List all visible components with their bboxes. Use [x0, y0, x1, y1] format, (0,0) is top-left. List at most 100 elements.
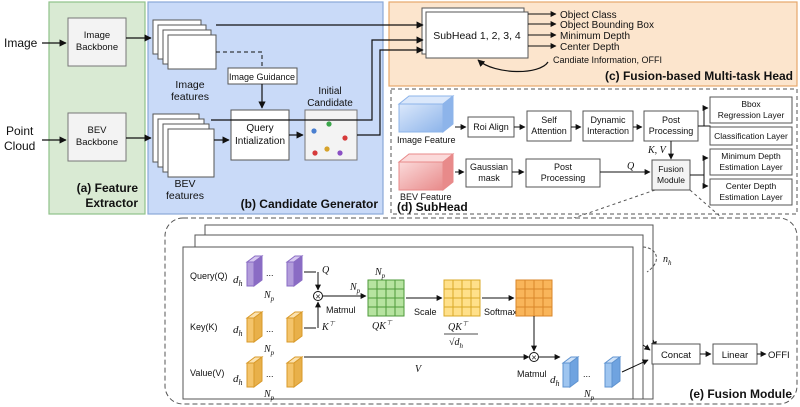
- query-token-bars: [245, 255, 304, 287]
- post-processing-b-label-1: Post: [554, 162, 573, 172]
- matmul-operator-2: [529, 352, 539, 362]
- np-label: Np: [263, 389, 275, 402]
- output-token-bars: [561, 356, 622, 388]
- v-label: V: [415, 364, 423, 375]
- subhead-box-label: SubHead 1, 2, 3, 4: [433, 30, 521, 42]
- scale-label: Scale: [414, 307, 437, 317]
- dynamic-interaction-box: [582, 110, 634, 142]
- self-attention-box: [526, 110, 572, 142]
- output-label-center-depth: Center Depth: [560, 42, 619, 53]
- zoom-connector: [573, 189, 656, 219]
- post-processing-a-label-2: Processing: [649, 126, 694, 136]
- bev-backbone-box: [67, 112, 127, 162]
- gaussian-mask-label-1: Gaussian: [470, 162, 508, 172]
- query-init-label-1: Query: [246, 123, 273, 134]
- fusion-module-title: (e) Fusion Module: [689, 387, 792, 401]
- zoom-connector: [689, 189, 723, 219]
- image-guidance-label: Image Guidance: [229, 72, 295, 82]
- center-depth-label-2: Estimation Layer: [719, 192, 782, 202]
- np-label: Np: [263, 290, 275, 303]
- bbox-regression-label-2: Regression Layer: [718, 110, 785, 120]
- query-init-label-2: Intialization: [235, 136, 285, 147]
- dh-label: dh: [550, 374, 560, 388]
- minimum-depth-layer-box: [709, 148, 793, 176]
- post-processing-b-label-2: Processing: [541, 173, 586, 183]
- candidate-dot: [311, 128, 317, 134]
- candidate-to-head-arrow: [357, 46, 424, 136]
- point-cloud-label-1: Point: [6, 124, 34, 138]
- minimum-depth-label-1: Minimum Depth: [721, 151, 781, 161]
- key-label: Key(K): [190, 322, 218, 332]
- nh-brace: [642, 246, 657, 273]
- matmul-label: Matmul: [326, 305, 356, 315]
- feature-extractor-title-2: Extractor: [85, 196, 138, 210]
- fusion-module-label-1: Fusion: [658, 164, 684, 174]
- head-output-arrow: [621, 359, 649, 373]
- dh-label: dh: [233, 274, 243, 288]
- feature-extractor-panel: Image Backbone BEV Backbone (a) Feature …: [48, 1, 146, 215]
- bev-feature-stack: [152, 113, 215, 178]
- post-processing-box-b: [525, 158, 601, 188]
- ellipsis: ...: [266, 369, 274, 379]
- gaussian-mask-label-2: mask: [478, 173, 500, 183]
- matmul-operator-glyph: ×: [315, 292, 320, 302]
- multi-task-head-panel: SubHead 1, 2, 3, 4 Object Class Object B…: [388, 1, 798, 87]
- candidate-dot: [337, 150, 343, 156]
- output-label-bounding-box: Object Bounding Box: [560, 20, 654, 31]
- point-cloud-label-2: Cloud: [4, 139, 35, 153]
- image-backbone-label-1: Image: [84, 30, 110, 41]
- query-label: Query(Q): [190, 271, 228, 281]
- image-feature-label: Image Feature: [397, 135, 456, 145]
- minimum-depth-label-2: Estimation Layer: [719, 162, 782, 172]
- bev-feature-cube: [397, 152, 455, 192]
- matmul-operator: [313, 291, 323, 301]
- feedback-loop-arrow: [477, 59, 549, 73]
- output-label-minimum-depth: Minimum Depth: [560, 31, 630, 42]
- center-depth-label-1: Center Depth: [726, 181, 777, 191]
- qkt-label: QK⊤: [372, 319, 393, 332]
- fraction-denominator: √dh: [449, 337, 464, 350]
- value-label: Value(V): [190, 368, 224, 378]
- self-attention-label-2: Attention: [531, 126, 567, 136]
- candidate-info-label: Candiate Information, OFFI: [553, 55, 662, 65]
- fraction-numerator: QK⊤: [448, 320, 469, 333]
- initial-candidate-label-2: Candidate: [307, 98, 353, 109]
- subhead-panel: Image Feature BEV Feature Roi Align Self…: [390, 88, 798, 215]
- bev-backbone-label-2: Backbone: [76, 137, 118, 148]
- query-init-box: [230, 109, 290, 161]
- concat-label: Concat: [661, 350, 691, 361]
- dh-label: dh: [233, 373, 243, 387]
- layer-arrow: [690, 174, 709, 189]
- bev-features-to-head-arrow: [211, 36, 424, 121]
- self-attention-label-1: Self: [541, 115, 557, 125]
- subhead-title: (d) SubHead: [397, 200, 468, 214]
- bbox-regression-label-1: Bbox: [741, 99, 761, 109]
- center-depth-layer-box: [709, 178, 793, 206]
- np-label: Np: [583, 389, 595, 402]
- subhead-stack-box: [425, 11, 529, 59]
- image-backbone-box: [67, 17, 127, 67]
- dh-label: dh: [233, 324, 243, 338]
- scaled-matrix: [443, 279, 481, 317]
- image-backbone-label-2: Backbone: [76, 42, 118, 53]
- post-processing-box-a: [643, 110, 699, 142]
- classification-layer-label: Classification Layer: [714, 131, 788, 141]
- ellipsis: ...: [266, 324, 274, 334]
- fusion-module-label-2: Module: [657, 175, 685, 185]
- subhead-kv-label: K, V: [647, 145, 668, 156]
- candidate-dot: [342, 135, 348, 141]
- ellipsis: ...: [583, 369, 591, 379]
- image-feature-cube: [397, 94, 455, 134]
- output-label-object-class: Object Class: [560, 10, 617, 21]
- np-label: Np: [374, 267, 386, 280]
- key-token-bars: [245, 311, 304, 343]
- gaussian-mask-box: [465, 158, 513, 188]
- classification-layer-box: [709, 126, 793, 146]
- image-input-label: Image: [4, 36, 38, 50]
- np-label: Np: [349, 282, 361, 295]
- value-token-bars: [245, 356, 304, 388]
- post-processing-a-label-1: Post: [662, 115, 681, 125]
- initial-candidate-label-1: Initial: [318, 86, 341, 97]
- candidate-dot: [312, 150, 318, 156]
